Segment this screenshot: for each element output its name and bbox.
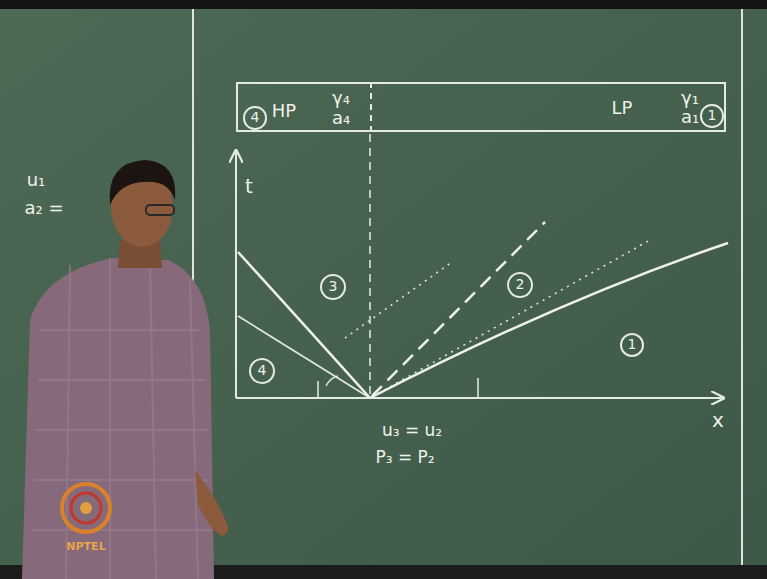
region-label: 2 [516, 277, 525, 292]
angle-arc [326, 376, 338, 386]
gas-property: a₁ [681, 107, 699, 127]
gas-property: γ₄ [332, 88, 350, 108]
particle-path [372, 240, 650, 397]
region-label: 4 [258, 363, 267, 378]
x-axis [236, 397, 722, 399]
expansion-head [238, 252, 370, 398]
nptel-emblem [62, 484, 110, 532]
expansion-tail [238, 316, 370, 398]
region-number: 1 [700, 104, 723, 127]
region-label: 4 [251, 110, 260, 125]
board-note: a₂ = [24, 198, 63, 218]
region-number: 1 [620, 333, 644, 357]
contact-surface [372, 222, 545, 396]
section-name: LP [612, 98, 633, 118]
gas-property: γ₁ [681, 88, 699, 108]
equation: u₃ = u₂ [382, 421, 442, 440]
region-label: 1 [708, 108, 717, 123]
section-name: HP [272, 101, 296, 121]
region-number: 3 [320, 274, 346, 300]
equation: P₃ = P₂ [375, 448, 434, 467]
t-axis [235, 152, 237, 398]
tick-mark [317, 381, 319, 398]
tube-section: LP γ₁a₁ 1 [370, 82, 726, 132]
diaphragm-line [369, 134, 371, 396]
board-divider [741, 9, 743, 565]
region-number: 2 [507, 272, 533, 298]
board-note: u₁ [27, 170, 46, 190]
region-label: 3 [329, 279, 338, 294]
watermark: NPTEL [66, 541, 105, 553]
lecturer [22, 160, 228, 579]
region-number: 4 [249, 358, 275, 384]
board-frame [0, 0, 767, 9]
axis-label: x [712, 409, 724, 431]
shock-wave [370, 243, 728, 398]
tube-section: HP γ₄a₄ 4 [236, 82, 370, 132]
region-number: 4 [243, 106, 266, 129]
gas-property: a₄ [332, 108, 350, 128]
axis-label: t [245, 175, 253, 197]
particle-path [345, 262, 452, 338]
tick-mark [477, 378, 479, 398]
region-label: 1 [628, 337, 637, 352]
